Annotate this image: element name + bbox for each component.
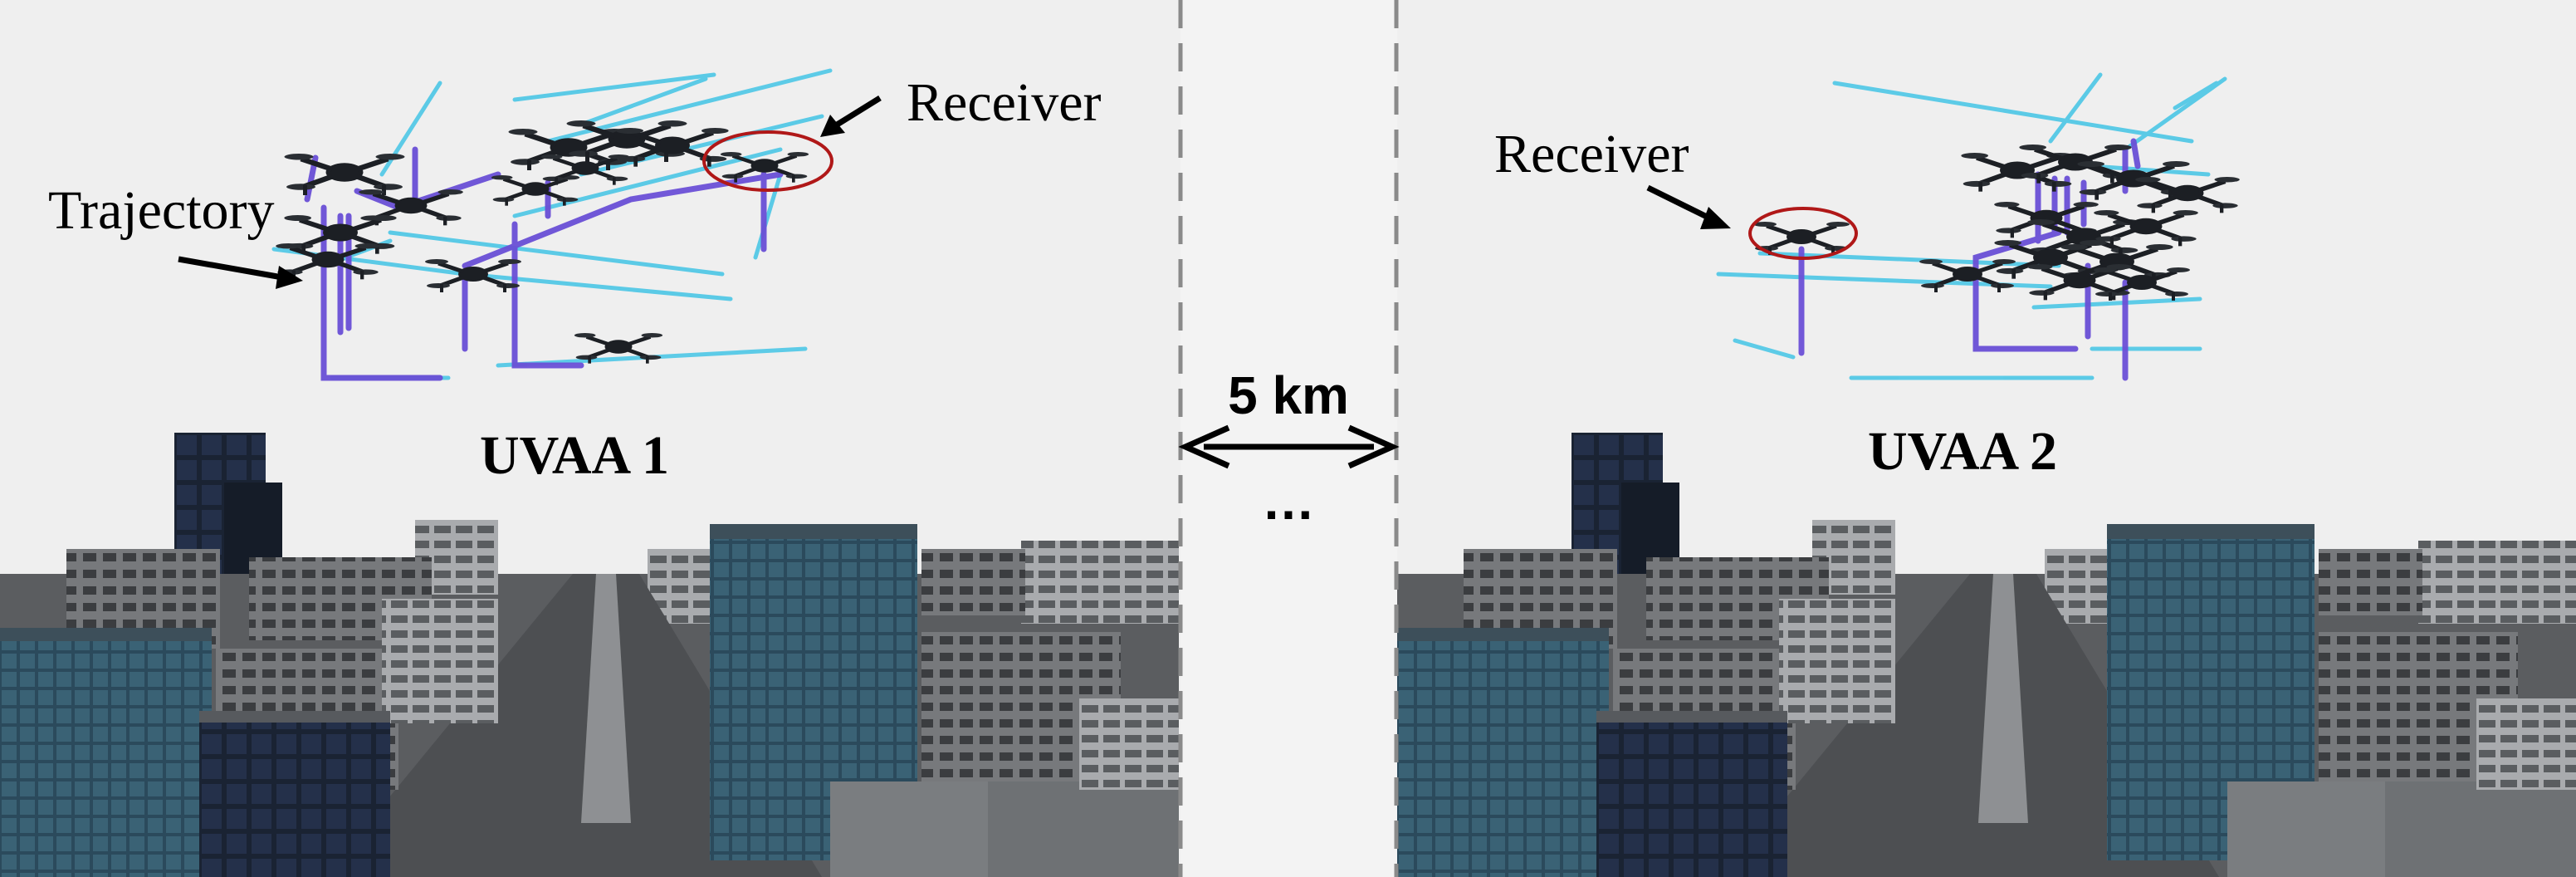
- trajectories-2: [1716, 72, 2227, 381]
- ellipsis-label: …: [1262, 471, 1315, 531]
- distance-label: 5 km: [1228, 365, 1349, 425]
- receiver-circle-2: [1748, 207, 1858, 260]
- annotation-arrows-1: [178, 96, 882, 289]
- panel-title-1: UVAA 1: [480, 425, 669, 486]
- separator-background: [1180, 0, 1397, 877]
- receiver-label-2: Receiver: [1494, 124, 1689, 184]
- distance-arrow: [1178, 424, 1400, 469]
- trajectory-label: Trajectory: [48, 180, 275, 241]
- receiver-circle-1: [702, 130, 833, 192]
- panel-title-2: UVAA 2: [1868, 421, 2057, 482]
- receiver-label-1: Receiver: [907, 72, 1102, 133]
- annotation-arrow-2: [1646, 184, 1731, 229]
